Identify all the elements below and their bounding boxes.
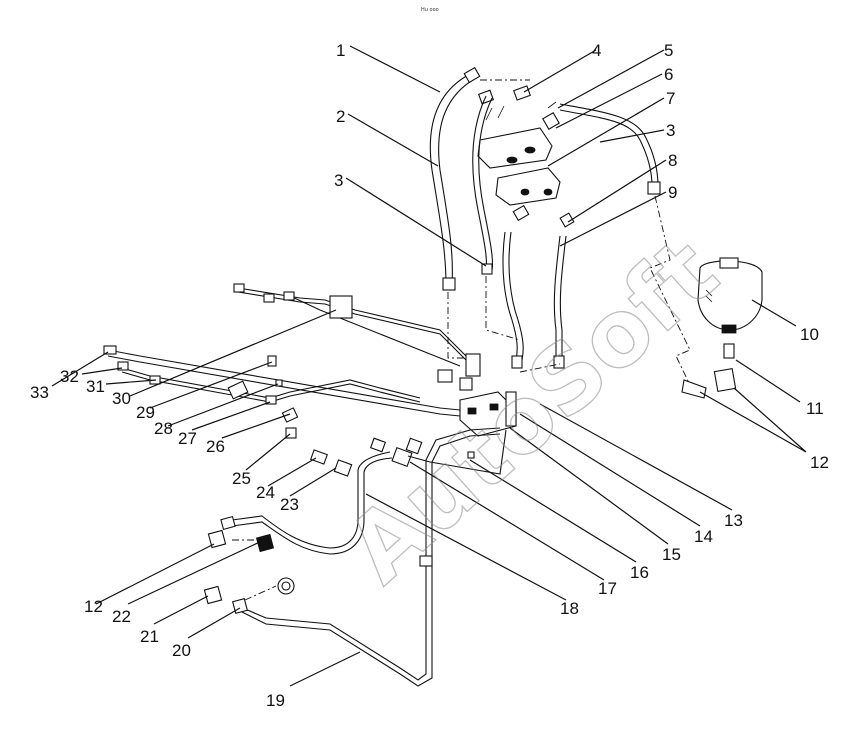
callout-12-left: 12	[84, 597, 103, 616]
callout-3-top: 1	[336, 41, 345, 60]
callout-7: 7	[666, 89, 675, 108]
callout-31: 31	[86, 377, 105, 396]
steel-pipes-lower	[231, 427, 507, 687]
callout-30: 30	[112, 389, 131, 408]
callout-13: 13	[724, 511, 743, 530]
callout-21: 21	[140, 627, 159, 646]
accumulator	[697, 257, 763, 334]
callout-labels: 1 2 3 4 5 6 7 3 8 9 10 11 12 13 14 15 16…	[30, 41, 829, 710]
callout-5: 5	[664, 41, 673, 60]
callout-6: 6	[664, 65, 673, 84]
callout-15: 15	[662, 545, 681, 564]
steel-pipes-left	[103, 283, 481, 417]
callout-26: 26	[206, 437, 225, 456]
callout-27: 27	[178, 429, 197, 448]
manifold-block	[459, 391, 517, 437]
steering-valve-assembly	[477, 85, 575, 228]
callout-4: 4	[592, 41, 601, 60]
callout-25: 25	[232, 469, 251, 488]
callout-9: 9	[668, 183, 677, 202]
callout-12-right: 12	[810, 453, 829, 472]
callout-28: 28	[154, 419, 173, 438]
callout-33: 33	[30, 383, 49, 402]
callout-20: 20	[172, 641, 191, 660]
callout-29: 29	[136, 403, 155, 422]
callout-8: 8	[668, 151, 677, 170]
callout-11: 11	[806, 399, 824, 418]
callout-1: 3	[334, 171, 343, 190]
callout-2: 2	[336, 107, 345, 126]
header-mark: Hu ooo	[421, 7, 439, 13]
callout-32: 32	[60, 367, 79, 386]
callout-18: 18	[560, 599, 579, 618]
small-fittings	[227, 355, 423, 477]
leader-lines	[51, 45, 807, 687]
callout-16: 16	[630, 563, 649, 582]
hoses	[429, 66, 661, 369]
callout-3-right: 3	[666, 121, 675, 140]
assembly-centerlines	[232, 79, 691, 601]
callout-10: 10	[800, 325, 819, 344]
callout-14: 14	[694, 527, 713, 546]
callout-23: 23	[280, 495, 299, 514]
callout-22: 22	[112, 607, 131, 626]
accumulator-fittings	[681, 343, 737, 399]
callout-17: 17	[598, 579, 617, 598]
callout-19: 19	[266, 691, 285, 710]
callout-24: 24	[256, 483, 275, 502]
lower-left-fittings	[203, 515, 295, 615]
